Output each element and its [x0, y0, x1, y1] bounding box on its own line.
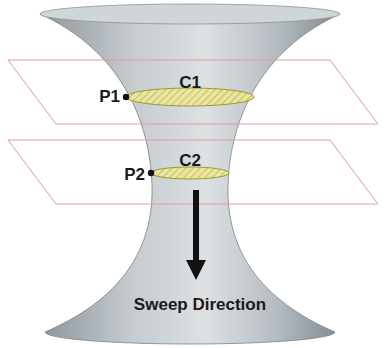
point-p2 — [148, 170, 154, 176]
point-p1 — [123, 94, 129, 100]
top-opening — [40, 4, 340, 24]
point-label: P2 — [124, 166, 145, 183]
section-label: C2 — [179, 152, 201, 169]
section-label: C1 — [179, 74, 201, 91]
sweep-arrow-shaft — [193, 190, 199, 262]
hyperboloid-body — [40, 14, 340, 344]
plane-p1 — [8, 60, 378, 124]
sweep-arrow-head — [186, 260, 206, 280]
direction-label: Sweep Direction — [134, 296, 266, 313]
point-label: P1 — [99, 88, 120, 105]
